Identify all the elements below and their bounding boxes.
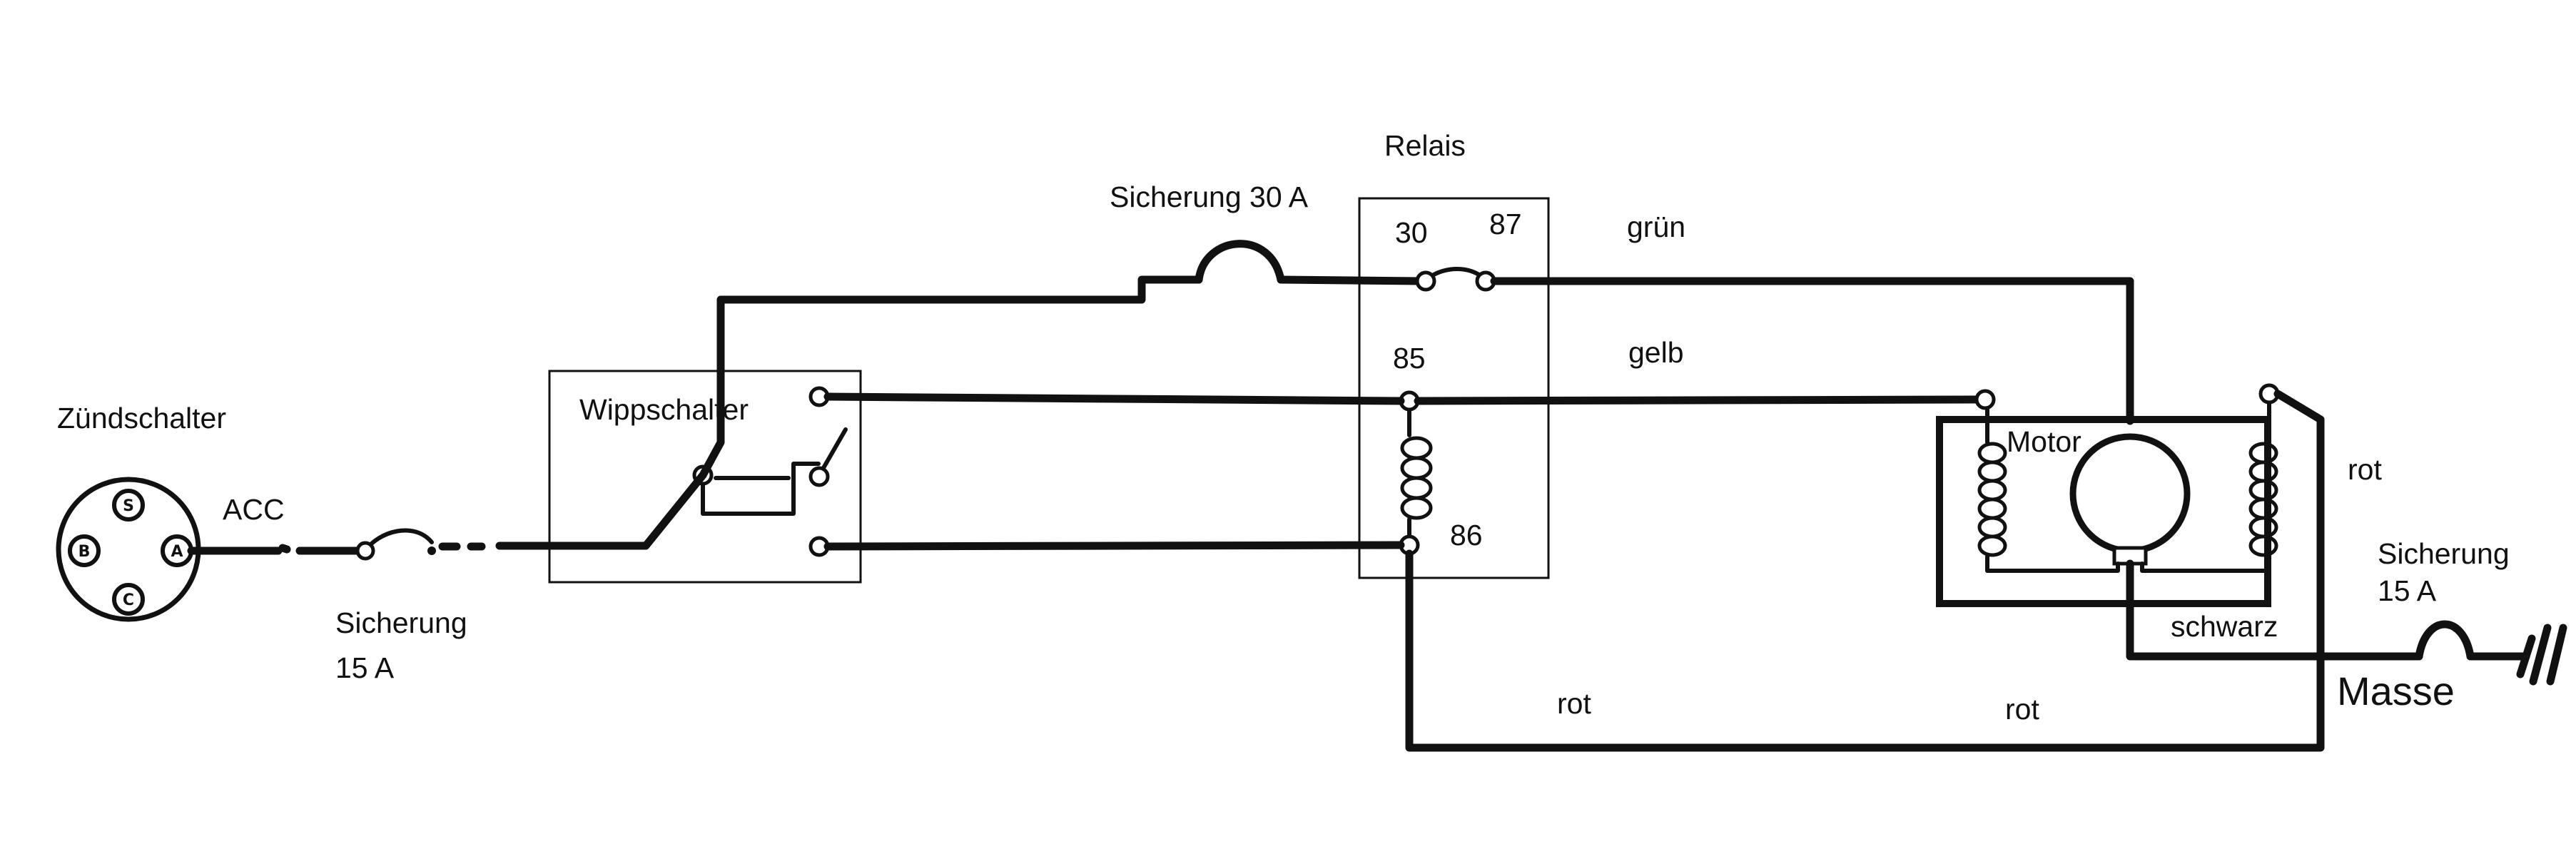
wire-red-bottom-right-label: rot — [2005, 693, 2039, 726]
wire-red-right-label: rot — [2348, 453, 2382, 486]
relay-pin-87-label: 87 — [1489, 208, 1522, 240]
wire-black — [2126, 559, 2423, 661]
ground-label: Masse — [2337, 668, 2455, 713]
fuse-right-name: Sicherung — [2378, 537, 2510, 570]
fuse-right-rating: 15 A — [2378, 574, 2437, 607]
ignition-pin-top — [112, 489, 145, 522]
relay-terminal-30 — [1415, 270, 1436, 292]
wire-black-label: schwarz — [2171, 610, 2278, 643]
wire-red-bottom-left-label: rot — [1557, 687, 1591, 720]
fuse-15a-left — [355, 528, 436, 561]
wire-yellow-label: gelb — [1628, 336, 1684, 369]
ignition-pin-label-left: B — [78, 543, 91, 561]
ignition-pin-label-bottom: C — [123, 591, 134, 609]
wire-green-label: grün — [1627, 210, 1685, 243]
motor-box — [1936, 416, 2271, 607]
fuse-30a-label: Sicherung 30 A — [1110, 181, 1309, 213]
motor-terminal-left — [1974, 389, 1996, 410]
motor-field-coil-left — [1977, 406, 2120, 573]
ignition-switch: B A C S — [56, 477, 201, 622]
fuse-small-name: Sicherung — [335, 606, 467, 639]
ground-symbol — [2516, 624, 2567, 686]
ignition-switch-label: Zündschalter — [57, 402, 226, 434]
fuse-small-rating: 15 A — [335, 651, 395, 684]
ignition-pin-left — [68, 534, 101, 567]
ignition-pin-bottom — [112, 583, 145, 616]
wire-red-right — [1405, 390, 2325, 752]
wire-rocker-to-relay86 — [823, 541, 1405, 551]
acc-label: ACC — [223, 493, 285, 526]
relay-coil — [1399, 390, 1433, 556]
motor-armature — [2069, 433, 2191, 566]
ignition-pin-label-top: S — [123, 497, 134, 515]
fuse-15a-right — [2415, 620, 2475, 661]
wire-acc-segment — [278, 544, 291, 554]
relay-label: Relais — [1384, 129, 1466, 162]
fuse-30a — [1195, 240, 1285, 284]
relay-pin-85-label: 85 — [1393, 342, 1426, 375]
wire-fuse30-to-relay30 — [1277, 275, 1424, 285]
rocker-terminal-mid — [808, 466, 830, 487]
wire-green — [1490, 277, 2134, 425]
ignition-pin-label-right: A — [171, 543, 183, 561]
relay-pin-30-label: 30 — [1395, 216, 1428, 249]
rocker-switch-box — [548, 370, 862, 584]
motor-label: Motor — [2007, 425, 2081, 458]
wire-rocker-input — [545, 471, 707, 550]
wire-rocker-to-fuse30 — [699, 275, 1203, 479]
wire-rocker-to-relay85 — [823, 392, 1405, 405]
relay-pin-86-label: 86 — [1450, 519, 1483, 551]
motor-field-coil-right — [2140, 397, 2278, 573]
relay-contact — [1415, 267, 1496, 292]
relay-box — [1358, 197, 1550, 579]
wire-yellow — [1414, 395, 1979, 405]
